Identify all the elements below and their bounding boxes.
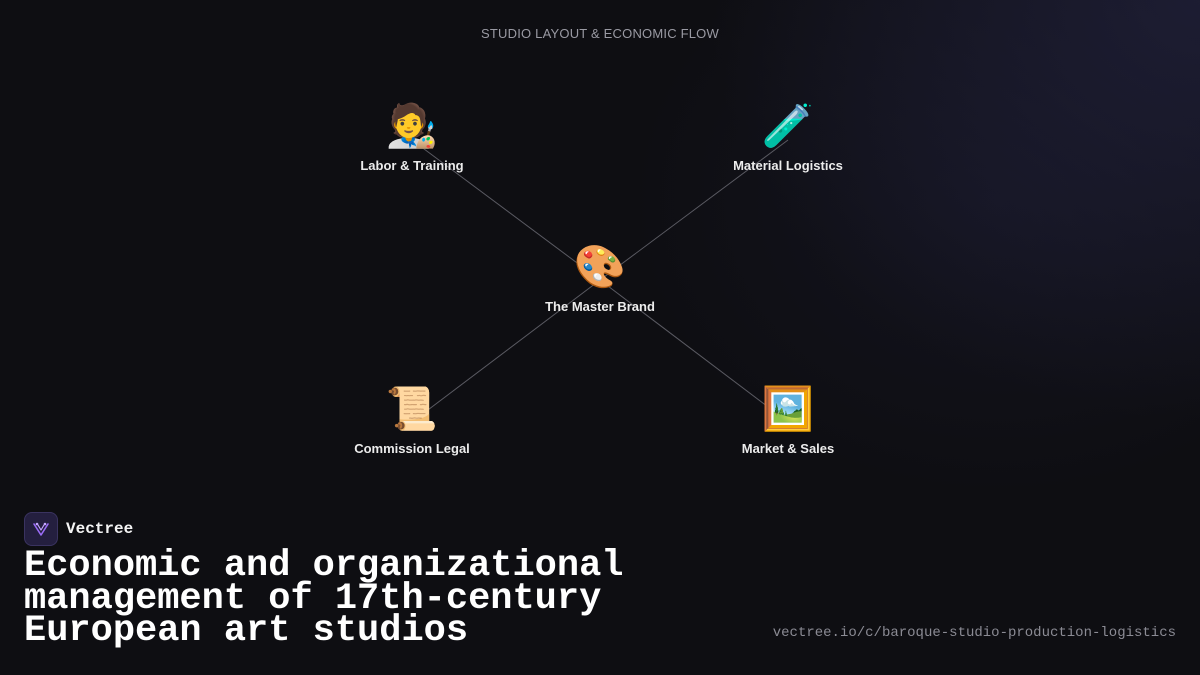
- node-commission-legal[interactable]: 📜 Commission Legal: [312, 384, 512, 457]
- brand-name: Vectree: [66, 520, 134, 538]
- node-master-brand[interactable]: 🎨 The Master Brand: [500, 242, 700, 315]
- node-material-logistics[interactable]: 🧪 Material Logistics: [688, 101, 888, 174]
- page-url[interactable]: vectree.io/c/baroque-studio-production-l…: [772, 625, 1176, 641]
- node-label: Market & Sales: [741, 441, 835, 456]
- artist-icon: 🧑‍🎨: [385, 101, 439, 150]
- node-label: Commission Legal: [354, 441, 470, 456]
- node-label: Labor & Training: [360, 158, 464, 173]
- node-market-sales[interactable]: 🖼️ Market & Sales: [688, 384, 888, 457]
- edge-center-labor: [411, 139, 601, 281]
- edge-center-legal: [411, 279, 601, 423]
- scroll-icon: 📜: [385, 384, 439, 433]
- brand[interactable]: Vectree: [24, 512, 133, 546]
- page-headline: Economic and organizational management o…: [24, 545, 624, 652]
- test-tube-icon: 🧪: [761, 101, 815, 150]
- node-label: Material Logistics: [733, 158, 843, 173]
- artist-palette-icon: 🎨: [573, 242, 627, 291]
- node-label: The Master Brand: [545, 299, 655, 314]
- diagram-title: STUDIO LAYOUT & ECONOMIC FLOW: [481, 26, 719, 41]
- edge-center-material: [599, 139, 789, 281]
- edge-center-market: [599, 279, 789, 423]
- framed-picture-icon: 🖼️: [761, 384, 815, 433]
- vectree-logo-icon: [24, 512, 58, 546]
- node-labor-training[interactable]: 🧑‍🎨 Labor & Training: [312, 101, 512, 174]
